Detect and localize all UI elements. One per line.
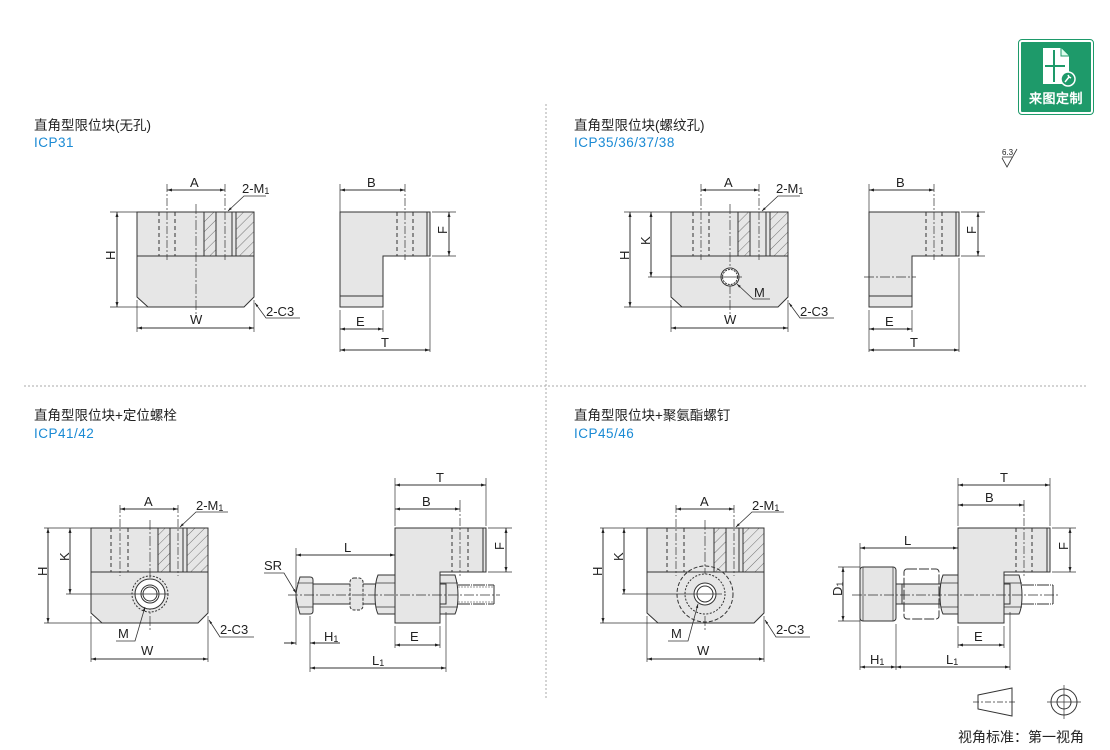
dim-t-label: T: [381, 335, 389, 350]
dim-m1-label: 2-M1: [242, 181, 269, 196]
icp35-side-view: [864, 184, 985, 352]
first-angle-projection-icon: [973, 685, 1081, 719]
dim-h-label: H: [35, 567, 50, 576]
dim-a-label: A: [724, 175, 733, 190]
section-title-icp35: 直角型限位块(螺纹孔): [574, 118, 705, 133]
dim-m-label: M: [671, 626, 682, 641]
badge-label: 来图定制: [1028, 91, 1083, 106]
dim-f-label: F: [435, 226, 450, 234]
icp31-side-view: [339, 184, 456, 352]
dim-c3-label: 2-C3: [800, 304, 828, 319]
dim-m1-label: 2-M1: [196, 498, 223, 513]
dim-h1-label: H1: [324, 629, 338, 644]
dim-f-label: F: [492, 542, 507, 550]
dim-f-label: F: [1056, 542, 1071, 550]
dim-m1-label: 2-M1: [752, 498, 779, 513]
model-code-icp35: ICP35/36/37/38: [574, 135, 675, 150]
model-code-icp31: ICP31: [34, 135, 75, 150]
dim-b-label: B: [367, 175, 376, 190]
section-title-icp45: 直角型限位块+聚氨酯螺钉: [574, 408, 731, 423]
dim-h1-label: H1: [870, 652, 884, 667]
dim-w-label: W: [697, 643, 710, 658]
model-code-icp41: ICP41/42: [34, 426, 95, 441]
dim-e-label: E: [885, 314, 894, 329]
dim-c3-label: 2-C3: [776, 622, 804, 637]
dim-l-label: L: [904, 533, 911, 548]
dim-m-label: M: [754, 285, 765, 300]
dim-h-label: H: [103, 251, 118, 260]
dim-b-label: B: [896, 175, 905, 190]
dim-c3-label: 2-C3: [220, 622, 248, 637]
dim-c3-label: 2-C3: [266, 304, 294, 319]
section-title-icp41: 直角型限位块+定位螺栓: [34, 408, 177, 423]
dim-b-label: B: [985, 490, 994, 505]
roughness-value: 6.3: [1002, 148, 1014, 157]
dim-l1-label: L1: [946, 652, 958, 667]
dim-a-label: A: [144, 494, 153, 509]
section-title-icp31: 直角型限位块(无孔): [34, 118, 151, 133]
dim-w-label: W: [724, 312, 737, 327]
dim-m-label: M: [118, 626, 129, 641]
icp45-side-view: [838, 478, 1076, 670]
dim-l1-label: L1: [372, 653, 384, 668]
dim-h-label: H: [590, 567, 605, 576]
icp41-side-view: [264, 478, 512, 672]
dim-f-label: F: [964, 226, 979, 234]
dim-e-label: E: [974, 629, 983, 644]
dim-b-label: B: [422, 494, 431, 509]
dim-h-label: H: [617, 251, 632, 260]
icp41-front-view: [44, 505, 254, 662]
dim-k-label: K: [638, 236, 653, 245]
icp31-front-view: [110, 184, 300, 332]
dim-a-label: A: [190, 175, 199, 190]
custom-drawing-icon: [1043, 48, 1076, 87]
dim-w-label: W: [141, 643, 154, 658]
icp35-front-view: [624, 184, 834, 332]
dim-t-label: T: [436, 470, 444, 485]
dim-d1-label: D1: [830, 582, 845, 596]
dim-m1-label: 2-M1: [776, 181, 803, 196]
dim-e-label: E: [356, 314, 365, 329]
roughness-symbol: [1001, 148, 1018, 168]
dim-k-label: K: [57, 552, 72, 561]
dim-l-label: L: [344, 540, 351, 555]
dim-a-label: A: [700, 494, 709, 509]
model-code-icp45: ICP45/46: [574, 426, 635, 441]
dim-e-label: E: [410, 629, 419, 644]
dim-k-label: K: [611, 552, 626, 561]
view-standard-label: 视角标准：第一视角: [958, 729, 1084, 745]
dim-w-label: W: [190, 312, 203, 327]
icp45-front-view: [600, 505, 810, 662]
custom-drawing-button[interactable]: 来图定制: [1018, 39, 1094, 115]
dim-sr-label: SR: [264, 558, 282, 573]
dim-t-label: T: [910, 335, 918, 350]
dim-t-label: T: [1000, 470, 1008, 485]
